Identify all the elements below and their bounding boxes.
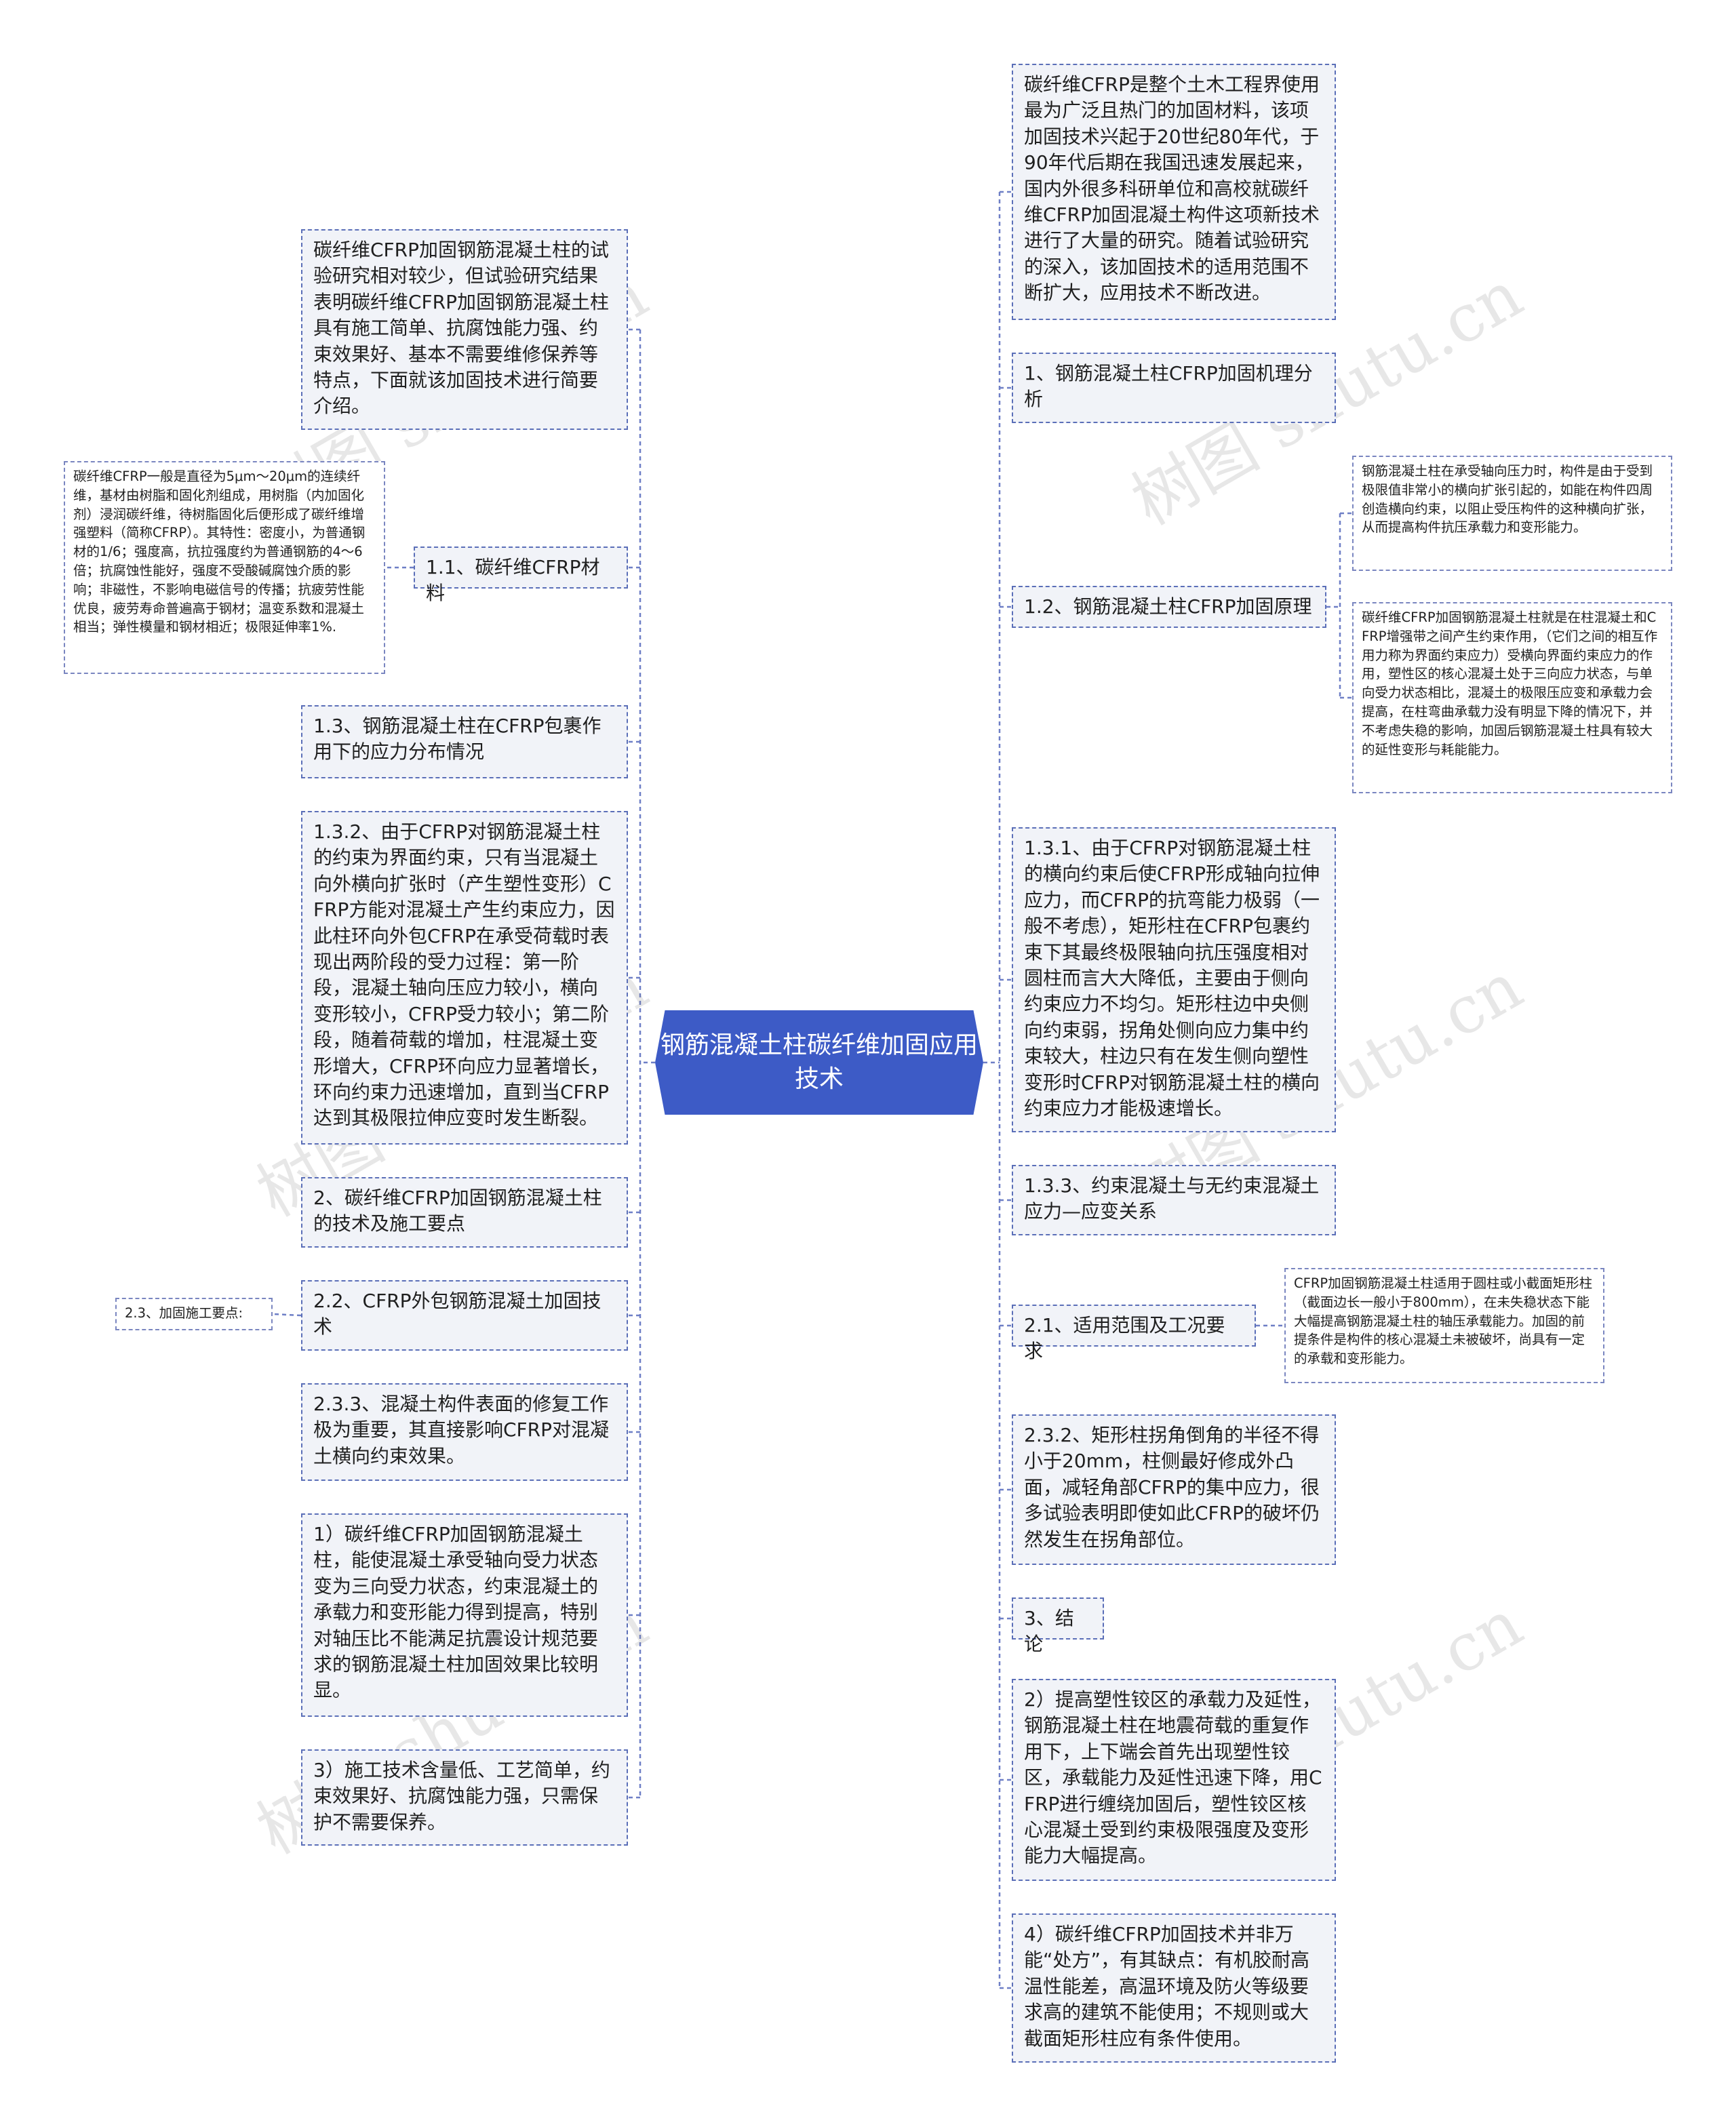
right-topic-point-2[interactable]: 2）提高塑性铰区的承载力及延性，钢筋混凝土柱在地震荷载的重复作用下，上下端会首先…	[1012, 1679, 1336, 1881]
central-topic[interactable]: 钢筋混凝土柱碳纤维加固应用技术	[655, 1010, 983, 1115]
right-topic-1-3-3[interactable]: 1.3.3、约束混凝土与无约束混凝土应力—应变关系	[1012, 1165, 1336, 1235]
right-topic-2-3-2[interactable]: 2.3.2、矩形柱拐角倒角的半径不得小于20mm，柱侧最好修成外凸面，减轻角部C…	[1012, 1414, 1336, 1565]
left-subtopic-cfrp-material[interactable]: 碳纤维CFRP一般是直径为5μm～20μm的连续纤维，基材由树脂和固化剂组成，用…	[64, 461, 385, 674]
left-topic-2-2[interactable]: 2.2、CFRP外包钢筋混凝土加固技术	[301, 1280, 628, 1351]
right-subtopic-application-scope[interactable]: CFRP加固钢筋混凝土柱适用于圆柱或小截面矩形柱（截面边长一般小于800mm），…	[1284, 1268, 1604, 1383]
right-topic-point-4[interactable]: 4）碳纤维CFRP加固技术并非万能“处方”，有其缺点：有机胶耐高温性能差，高温环…	[1012, 1913, 1336, 2063]
right-topic-1-2[interactable]: 1.2、钢筋混凝土柱CFRP加固原理	[1012, 586, 1326, 628]
left-topic-1-3-2[interactable]: 1.3.2、由于CFRP对钢筋混凝土柱的约束为界面约束，只有当混凝土向外横向扩张…	[301, 811, 628, 1145]
right-topic-1[interactable]: 1、钢筋混凝土柱CFRP加固机理分析	[1012, 353, 1336, 423]
right-topic-2-1[interactable]: 2.1、适用范围及工况要求	[1012, 1305, 1256, 1362]
left-topic-2[interactable]: 2、碳纤维CFRP加固钢筋混凝土柱的技术及施工要点	[301, 1177, 628, 1248]
left-topic-1-3[interactable]: 1.3、钢筋混凝土柱在CFRP包裹作用下的应力分布情况	[301, 705, 628, 778]
left-topic-2-3-3[interactable]: 2.3.3、混凝土构件表面的修复工作极为重要，其直接影响CFRP对混凝土横向约束…	[301, 1383, 628, 1481]
right-topic-1-3-1[interactable]: 1.3.1、由于CFRP对钢筋混凝土柱的横向约束后使CFRP形成轴向拉伸应力，而…	[1012, 827, 1336, 1132]
right-topic-3[interactable]: 3、结论	[1012, 1597, 1104, 1655]
right-topic-intro[interactable]: 碳纤维CFRP是整个土木工程界使用最为广泛且热门的加固材料，该项加固技术兴起于2…	[1012, 64, 1336, 320]
connector-line	[272, 1313, 302, 1317]
left-topic-point-3[interactable]: 3）施工技术含量低、工艺简单，约束效果好、抗腐蚀能力强，只需保护不需要保养。	[301, 1749, 628, 1846]
left-subtopic-2-3[interactable]: 2.3、加固施工要点:	[115, 1298, 273, 1330]
left-topic-intro[interactable]: 碳纤维CFRP加固钢筋混凝土柱的试验研究相对较少，但试验研究结果表明碳纤维CFR…	[301, 229, 628, 430]
right-subtopic-axial-compression[interactable]: 钢筋混凝土柱在承受轴向压力时，构件是由于受到极限值非常小的横向扩张引起的，如能在…	[1352, 456, 1672, 571]
left-topic-point-1[interactable]: 1）碳纤维CFRP加固钢筋混凝土柱，能使混凝土承受轴向受力状态变为三向受力状态，…	[301, 1513, 628, 1717]
right-subtopic-interface-constraint[interactable]: 碳纤维CFRP加固钢筋混凝土柱就是在柱混凝土和CFRP增强带之间产生约束作用，（…	[1352, 602, 1672, 793]
left-topic-1-1[interactable]: 1.1、碳纤维CFRP材料	[414, 547, 628, 604]
